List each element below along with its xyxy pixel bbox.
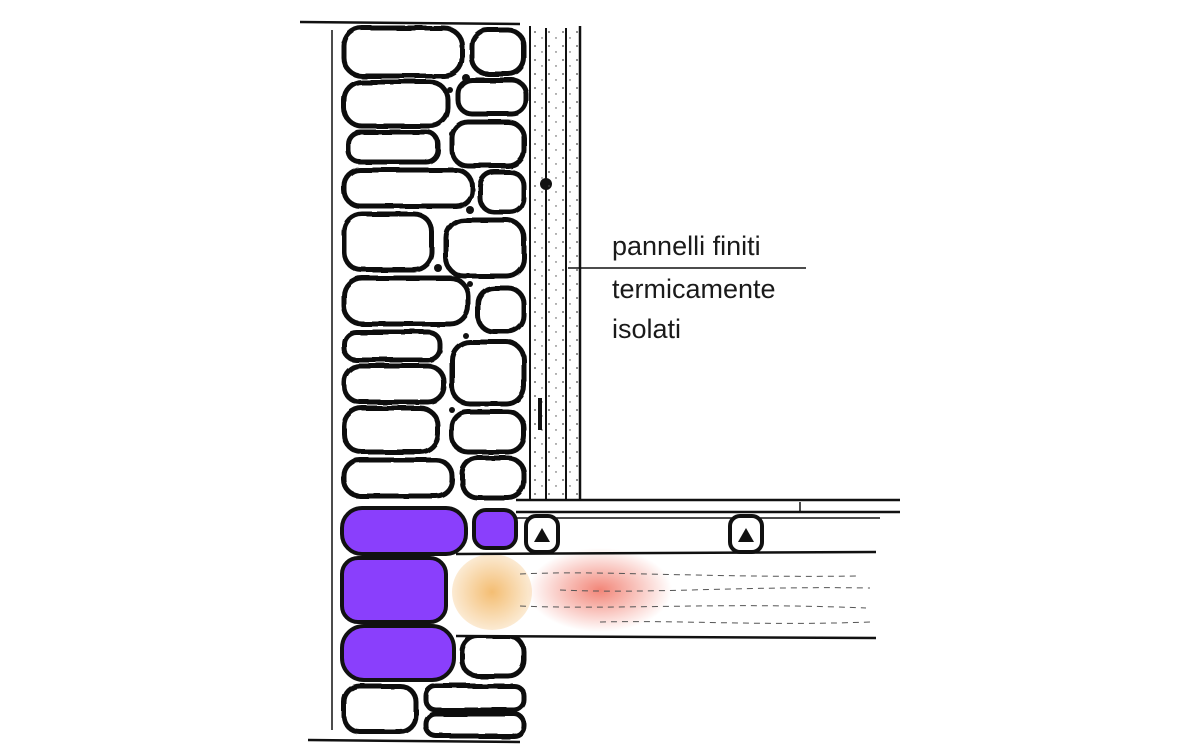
annotation-line-2: termicamente [612,274,776,304]
highlight-stone [340,556,448,624]
floor-beam [452,548,877,640]
stone [459,633,527,679]
annotation-line-1: pannelli finiti [612,231,761,261]
stone [469,27,527,77]
stone [443,217,527,279]
stone [449,339,527,407]
floor-joists [524,514,764,554]
stone [341,167,475,209]
highlight-stone [340,624,456,682]
stone [423,683,527,713]
stone-wall [341,25,529,739]
stone [341,25,465,79]
beam-end-decay [452,554,532,630]
stone [459,455,527,501]
stone [341,211,435,273]
stone [477,169,527,215]
stone [475,285,527,335]
stone [341,457,455,499]
highlight-stone [340,506,468,556]
highlight-stone [472,508,518,550]
stone [423,711,527,739]
stone [449,409,527,455]
cut-lines [299,20,521,744]
annotation-line-3: isolati [612,314,682,344]
stone [341,275,471,327]
insulated-panel [529,26,582,500]
stone [341,405,441,455]
floor-boards [516,498,900,519]
stone [449,119,527,169]
stone [341,683,419,735]
stone [341,79,451,129]
stone [341,363,447,405]
stone [345,129,441,165]
beam-rot-zone [528,548,672,632]
highlighted-stones [340,506,518,682]
stone [341,329,443,363]
stone [455,77,529,117]
